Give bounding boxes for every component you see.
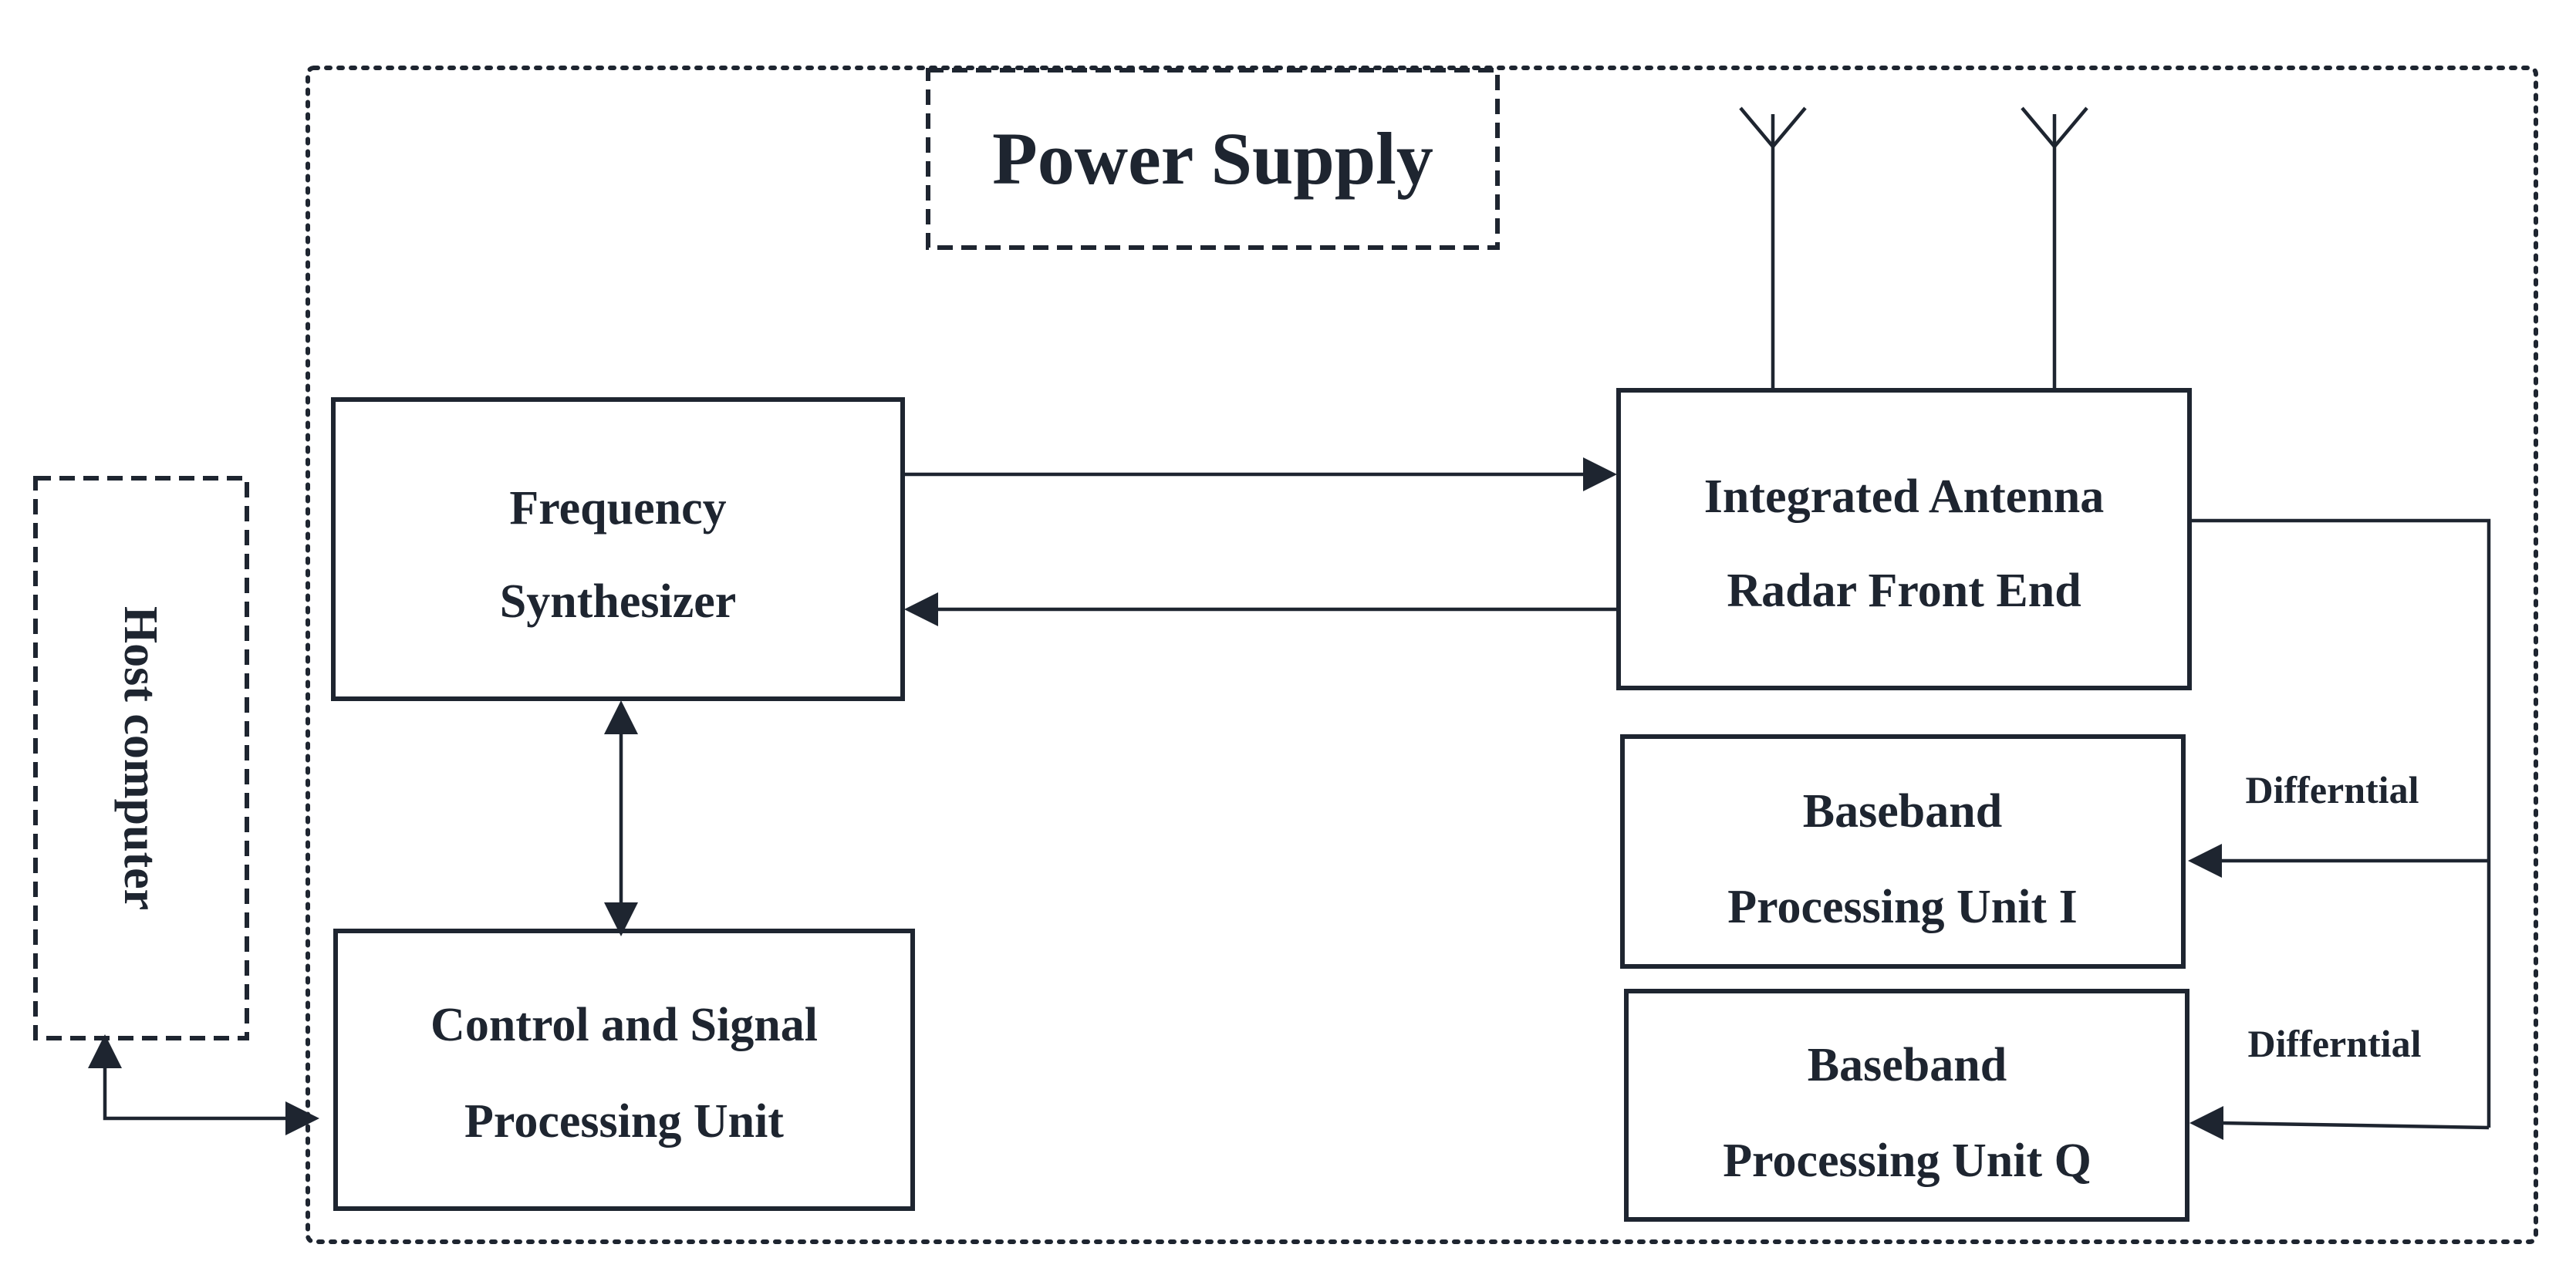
arrow-synthesizer-control-bidirectional <box>604 700 638 936</box>
system-boundary <box>306 66 2538 1244</box>
arrow-to-baseband-q <box>2189 1106 2490 1140</box>
host-computer-label: Host computer <box>114 606 167 910</box>
control-unit-label-line-1: Control and Signal <box>430 999 818 1051</box>
baseband-unit-q-block: Baseband Processing Unit Q <box>1624 989 2189 1222</box>
host-computer-block: Host computer <box>33 476 249 1040</box>
radar-front-end-label-line-2: Radar Front End <box>1727 565 2081 617</box>
control-unit-label-line-2: Processing Unit <box>464 1095 784 1148</box>
arrow-to-baseband-i <box>2188 844 2489 878</box>
arrow-front-end-to-synthesizer <box>904 592 1617 626</box>
baseband-i-label-line-1: Baseband <box>1803 785 2002 838</box>
baseband-i-label-line-2: Processing Unit I <box>1727 881 2078 933</box>
radar-front-end-label-line-1: Integrated Antenna <box>1704 470 2104 523</box>
antenna-1-icon <box>1739 106 1807 390</box>
frequency-synthesizer-block: Frequency Synthesizer <box>331 397 905 701</box>
power-supply-label: Power Supply <box>992 117 1433 200</box>
baseband-unit-i-block: Baseband Processing Unit I <box>1620 734 2186 969</box>
frequency-synthesizer-label-line-1: Frequency <box>509 482 726 535</box>
differential-i-label: Differntial <box>2246 768 2419 811</box>
frequency-synthesizer-label-line-2: Synthesizer <box>500 575 737 628</box>
differential-q-label: Differntial <box>2248 1022 2422 1065</box>
baseband-q-label-line-2: Processing Unit Q <box>1723 1135 2092 1187</box>
baseband-q-label-line-1: Baseband <box>1808 1039 2007 1091</box>
differential-bus <box>2189 518 2491 1128</box>
power-supply-block: Power Supply <box>926 68 1500 250</box>
radar-front-end-block: Integrated Antenna Radar Front End <box>1616 388 2192 690</box>
antenna-2-icon <box>2021 106 2088 390</box>
arrow-host-control-link <box>88 1034 319 1135</box>
arrow-synthesizer-to-front-end <box>904 457 1617 491</box>
control-signal-processing-block: Control and Signal Processing Unit <box>333 929 915 1211</box>
